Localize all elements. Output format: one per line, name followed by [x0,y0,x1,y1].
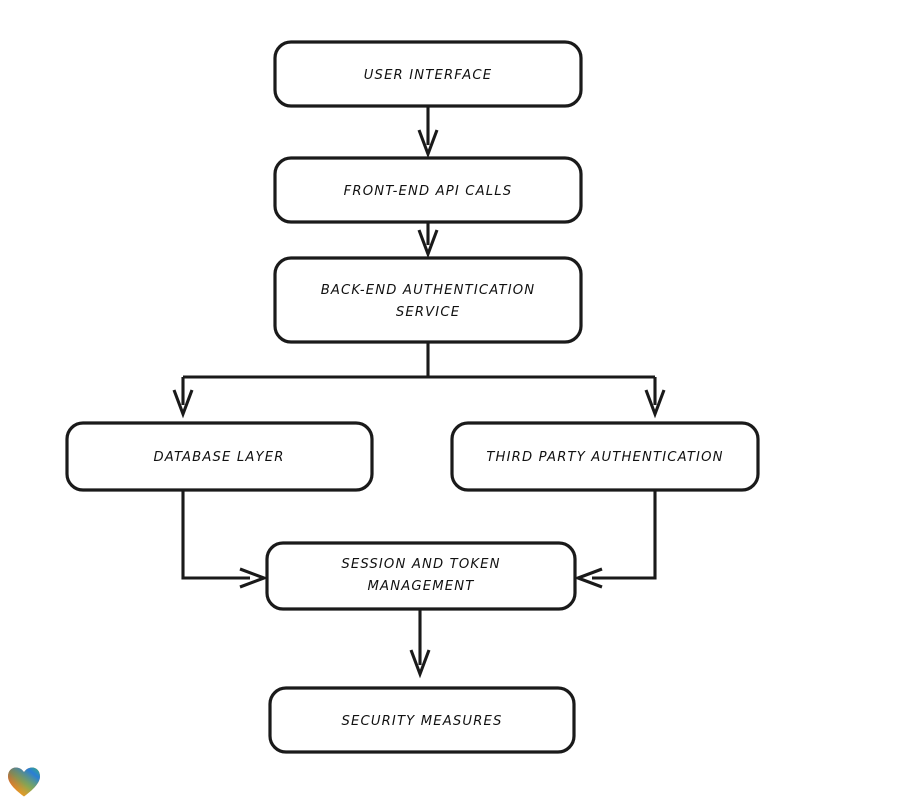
node-user-interface[interactable]: USER INTERFACE [273,40,583,108]
node-label-back-end-authentication-service-line1: BACK-END AUTHENTICATION [321,283,536,298]
edge-database-to-session [181,490,269,589]
node-session-and-token-management[interactable]: SESSION AND TOKEN MANAGEMENT [265,541,577,611]
node-label-security-measures: SECURITY MEASURES [341,714,502,729]
node-security-measures[interactable]: SECURITY MEASURES [268,686,576,754]
node-label-session-and-token-management-line2: MANAGEMENT [368,579,475,594]
edge-api-to-backend [417,222,439,259]
node-third-party-authentication[interactable]: THIRD PARTY AUTHENTICATION [450,421,760,492]
node-label-session-and-token-management-line1: SESSION AND TOKEN [341,557,500,572]
edge-ui-to-api [417,106,439,159]
node-label-database-layer: DATABASE LAYER [153,450,284,465]
node-box-database-layer[interactable] [65,421,374,492]
node-box-security-measures[interactable] [268,686,576,754]
node-label-front-end-api-calls: FRONT-END API CALLS [344,184,513,199]
node-box-front-end-api-calls[interactable] [273,156,583,224]
edge-backend-split [183,342,655,379]
edge-backend-to-thirdparty [644,377,666,419]
edge-thirdparty-to-session [573,490,657,589]
node-box-user-interface[interactable] [273,40,583,108]
node-box-third-party-authentication[interactable] [450,421,760,492]
node-label-user-interface: USER INTERFACE [364,68,493,83]
node-front-end-api-calls[interactable]: FRONT-END API CALLS [273,156,583,224]
node-box-session-and-token-management[interactable] [265,541,577,611]
node-back-end-authentication-service[interactable]: BACK-END AUTHENTICATION SERVICE [273,256,583,344]
heart-icon [8,767,40,797]
node-label-back-end-authentication-service-line2: SERVICE [396,305,460,320]
node-label-third-party-authentication: THIRD PARTY AUTHENTICATION [486,450,723,465]
edge-backend-to-database [172,377,194,419]
node-database-layer[interactable]: DATABASE LAYER [65,421,374,492]
edge-session-to-security [409,609,431,679]
node-box-back-end-authentication-service[interactable] [273,256,583,344]
